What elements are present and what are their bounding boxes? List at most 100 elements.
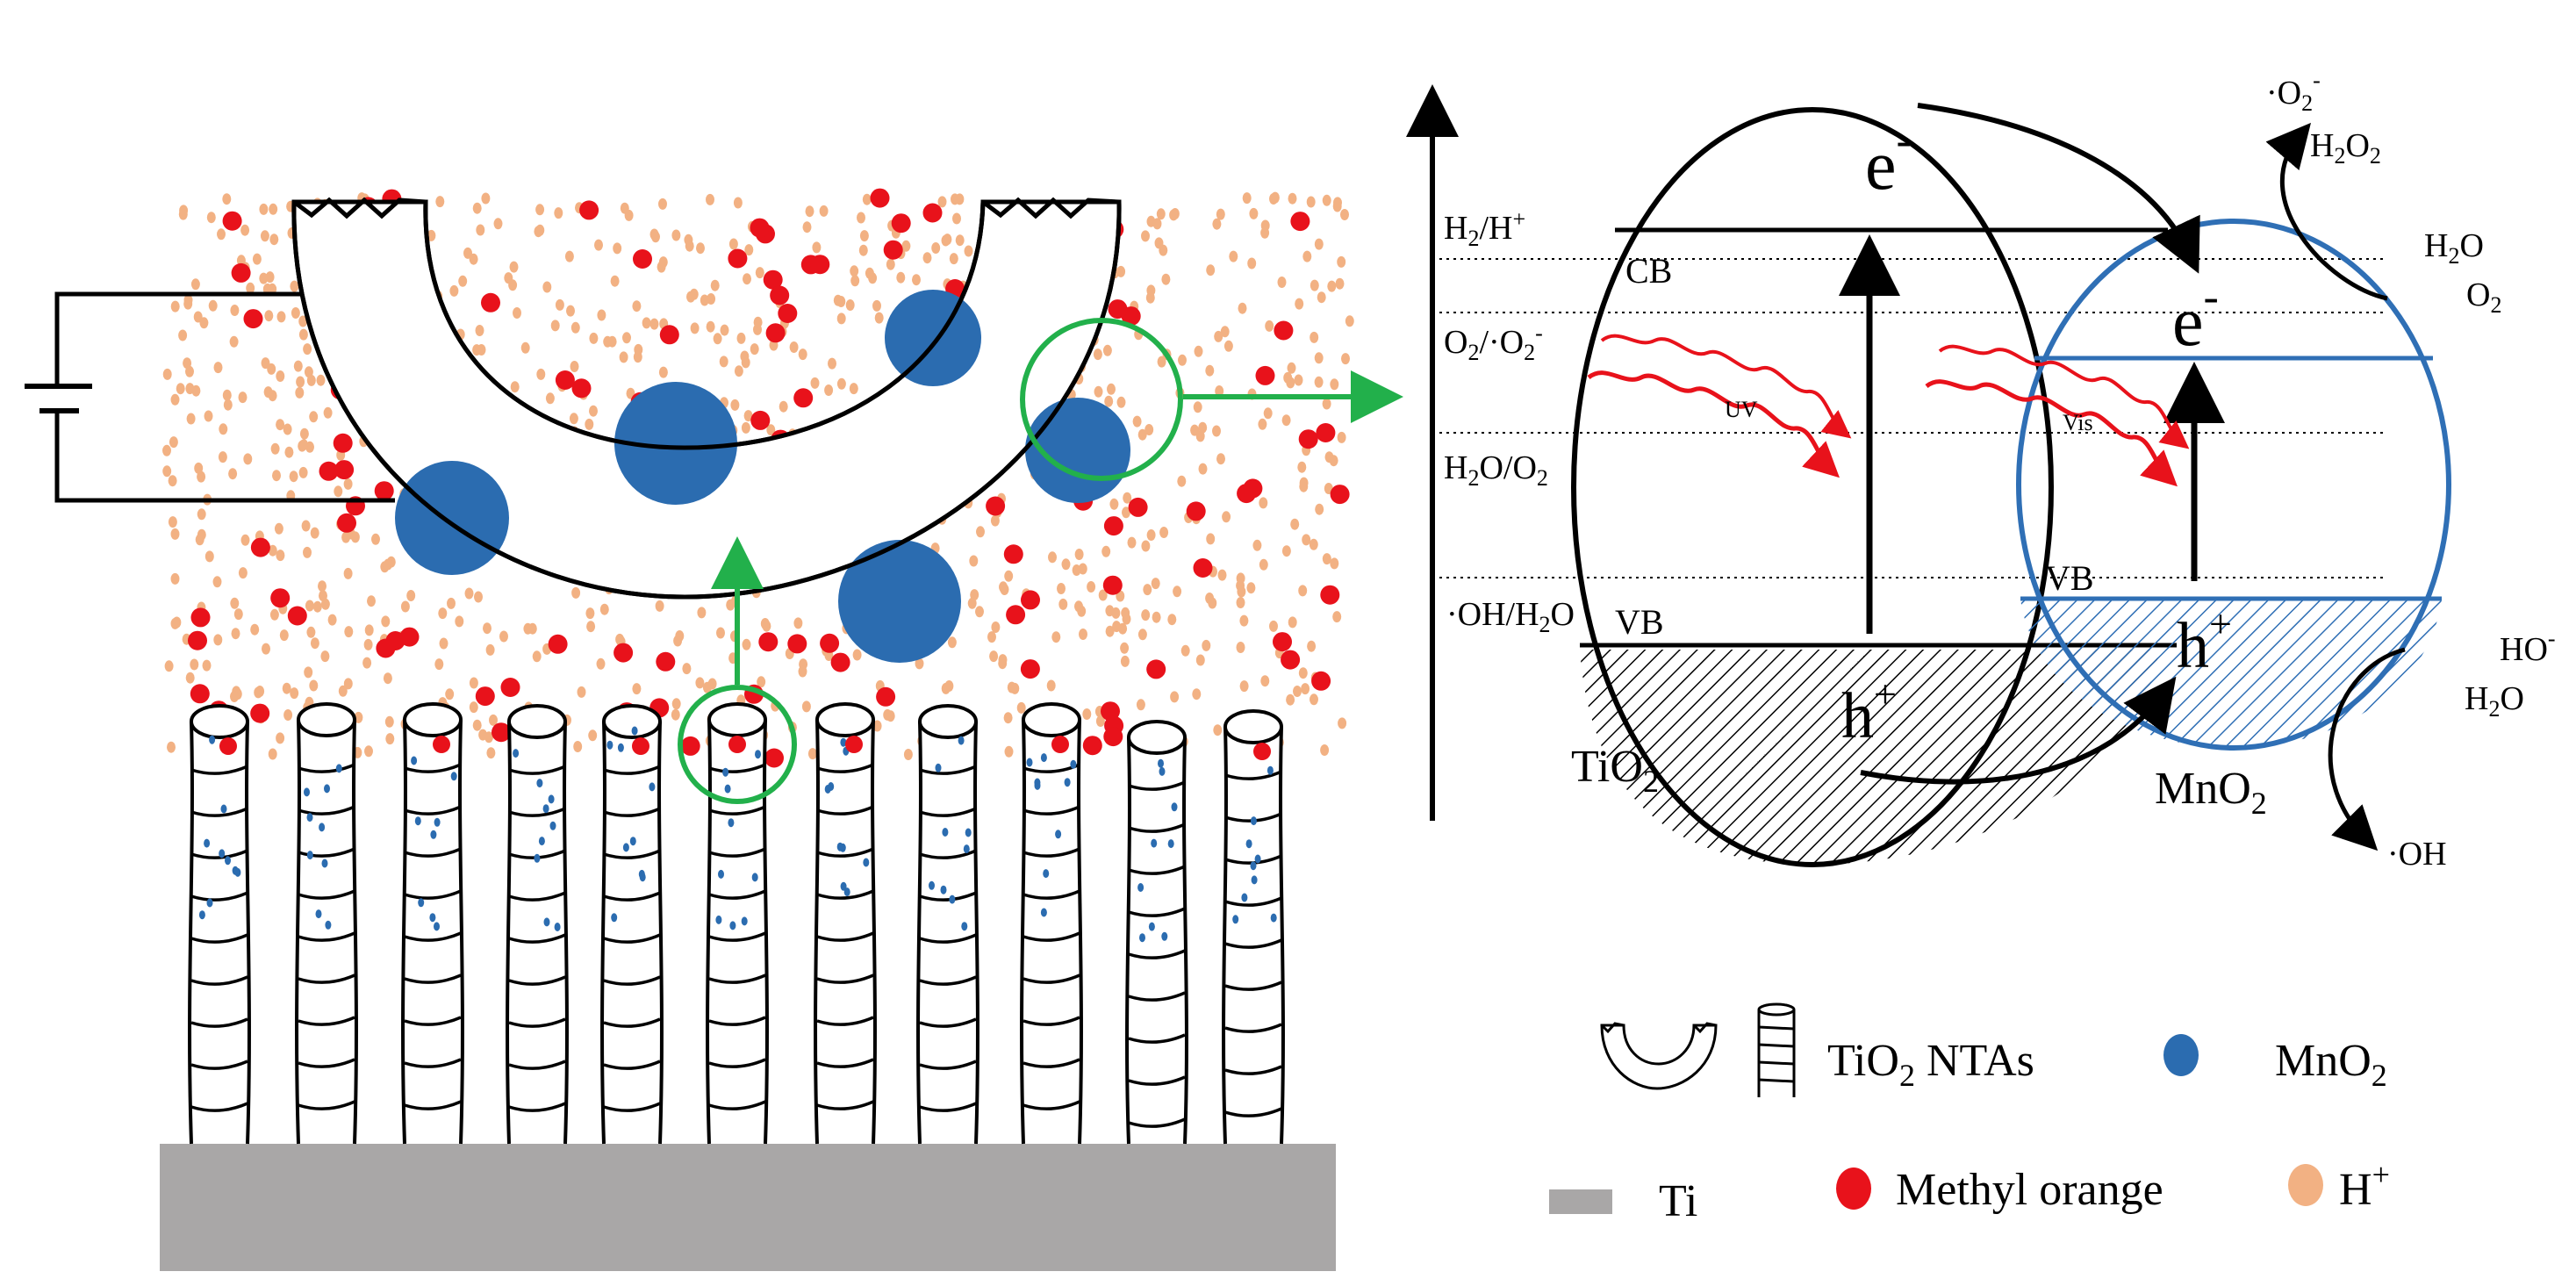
h-plus-dot (649, 318, 659, 330)
mno2-dot (1159, 766, 1166, 776)
h-plus-dot (481, 192, 491, 205)
methyl-orange-dot (922, 203, 943, 223)
h-plus-dot (812, 241, 822, 254)
tio2-label: TiO2 (1571, 742, 1659, 799)
h-plus-dot (1093, 348, 1102, 361)
h-plus-dot (499, 630, 508, 643)
methyl-orange-dot (333, 433, 353, 453)
h-plus-dot (323, 406, 333, 419)
methyl-orange-dot (190, 607, 211, 628)
h-plus-dot (1016, 701, 1026, 714)
h-plus-dot (1061, 558, 1071, 571)
h-plus-dot (1216, 453, 1225, 465)
h-plus-dot (259, 272, 269, 284)
vis-label: Vis (2063, 410, 2093, 435)
h-plus-dot (197, 508, 206, 521)
h-plus-dot (276, 550, 285, 562)
h-plus-dot (1297, 461, 1307, 473)
light-labels: UV Vis (1725, 397, 2093, 435)
h-plus-dot (951, 193, 959, 205)
h-plus-dot (252, 253, 262, 265)
h-plus-dot (178, 208, 188, 220)
h-plus-dot (276, 311, 286, 323)
h-plus-dot (1116, 265, 1126, 277)
mno2-dot (1266, 765, 1274, 775)
h-plus-dot (713, 333, 722, 345)
h-plus-dot (282, 682, 291, 694)
methyl-orange-dot (548, 634, 568, 654)
h-plus-dot (987, 631, 996, 643)
h-plus-dot (1333, 197, 1342, 209)
h-plus-dot (472, 202, 482, 214)
h-plus-dot (801, 700, 811, 713)
methyl-orange-dot (1330, 485, 1350, 505)
h-plus-dot (955, 234, 965, 247)
h-plus-dot (1260, 219, 1270, 232)
h-plus-dot (943, 233, 952, 246)
legend-mno2-swatch (2163, 1034, 2199, 1076)
h-plus-dot (766, 424, 776, 436)
h-plus-dot (208, 299, 218, 312)
mno2-dot (1148, 922, 1155, 931)
mno2-dot (728, 818, 735, 828)
mno2-electron-label: e- (2172, 272, 2219, 361)
h-plus-dot (1215, 385, 1224, 397)
methyl-orange-dot (1186, 501, 1206, 521)
h-plus-dot (217, 228, 226, 241)
h-plus-dot (263, 386, 273, 399)
h-plus-dot (719, 356, 728, 368)
h-plus-dot (810, 377, 820, 389)
h-plus-dot (1152, 218, 1162, 230)
h-plus-dot (268, 748, 277, 760)
h-plus-dot (610, 275, 620, 287)
methyl-orange-dot (475, 686, 495, 707)
mno2-band-shape (2016, 219, 2451, 751)
h-plus-dot (536, 368, 546, 380)
h-plus-dot (586, 621, 596, 633)
tio2-hole-label: h+ (1841, 672, 1897, 752)
h-plus-dot (1156, 208, 1166, 220)
h-plus-dot (1146, 529, 1156, 541)
h-plus-dot (170, 617, 180, 629)
h-plus-dot (1198, 421, 1208, 434)
h-plus-dot (1322, 553, 1331, 565)
h-plus-dot (967, 597, 977, 609)
h-plus-dot (469, 677, 478, 689)
level-oh-label: ·OH/H2O (1446, 596, 1575, 637)
h-plus-dot (1238, 302, 1247, 314)
mno2-dot (219, 849, 226, 859)
mno2-dot (942, 828, 949, 837)
light-waves (1587, 334, 2190, 487)
h-plus-dot (170, 528, 180, 540)
h-plus-dot (545, 392, 555, 405)
h-plus-dot (475, 325, 484, 336)
mno2-dot (335, 764, 342, 773)
legend-mno2-label: MnO2 (2275, 1036, 2387, 1093)
nanotube (706, 702, 769, 1145)
h-plus-dot (836, 377, 846, 390)
methyl-orange-dot (1193, 558, 1213, 578)
h-plus-dot (1293, 686, 1302, 697)
h-plus-dot (272, 470, 281, 482)
h-plus-dot (706, 193, 714, 205)
h-plus-dot (1177, 475, 1187, 487)
legend-tio2-cross-section-icon (1600, 1022, 1718, 1090)
methyl-orange-dot (337, 513, 356, 533)
h-plus-dot (931, 242, 941, 254)
h-plus-dot (1205, 364, 1215, 377)
h-plus-dot (1286, 693, 1295, 706)
mno2-dot (611, 913, 618, 923)
methyl-orange-dot (656, 651, 676, 672)
h-plus-dot (1198, 463, 1208, 475)
methyl-orange-dot (433, 736, 450, 753)
level-h2o-label: H2O/O2 (1444, 449, 1548, 491)
mno2-dot (639, 873, 646, 882)
h-plus-dot (589, 332, 599, 344)
h-plus-dot (304, 666, 313, 679)
mno2-dot (1245, 839, 1252, 849)
legend-h-plus-swatch (2288, 1164, 2323, 1206)
h-plus-dot (1194, 345, 1203, 357)
mno2-dot (622, 843, 629, 852)
h-plus-dot (1258, 418, 1267, 430)
h-plus-dot (476, 224, 485, 236)
